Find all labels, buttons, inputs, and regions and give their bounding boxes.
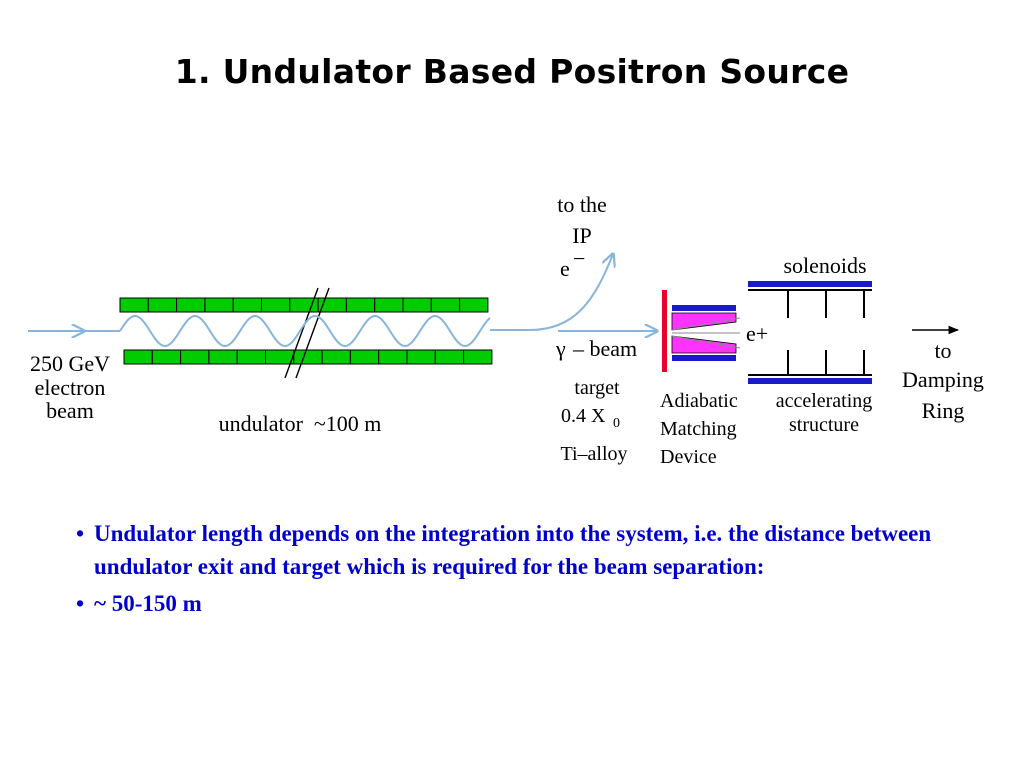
target-thickness-label: 0.4 X [561,405,606,427]
slide-title: 1. Undulator Based Positron Source [174,52,850,91]
target-bar [662,290,667,372]
magnet-block [293,349,323,365]
amd-label-3: Device [660,446,717,468]
undulator-break-line [295,287,330,379]
magnet-block [261,297,291,313]
undulating-beam-path [119,314,491,348]
undulator-label: undulator ~100 m [219,411,382,436]
target-material-label: Ti–alloy [560,443,627,465]
target-thickness-sub: 0 [613,416,620,431]
magnet-block [147,297,178,313]
positron-source-diagram: 250 GeV electron beam undulator ~100 m t… [28,192,984,468]
bullet-list: • Undulator length depends on the integr… [76,517,936,624]
to-ip-label-2: IP [572,223,592,248]
magnet-block [378,349,408,365]
magnet-block [208,349,238,365]
electron-beam-label-3: beam [46,398,94,423]
solenoids-label: solenoids [783,253,866,278]
magnet-block [402,297,432,313]
magnet-block [123,349,153,365]
magnet-block [232,297,262,313]
positron-label: e+ [746,321,768,346]
bullet-item: • Undulator length depends on the integr… [76,517,936,583]
electron-beam-to-ip [490,254,613,331]
gamma-symbol: γ [555,336,566,361]
adiabatic-matching-device [671,305,741,361]
undulator-break-line [284,287,319,379]
magnet-block [236,349,266,365]
magnet-block [463,349,493,365]
damping-ring-label-1: to [934,338,951,363]
magnet-block [151,349,182,365]
target-label: target [574,377,620,399]
bullet-dot: • [76,591,85,616]
to-ip-electron-sup: − [573,246,585,271]
bullet-text: ~ 50-150 m [94,591,202,616]
magnet-block [119,297,149,313]
gamma-beam-label: – beam [572,336,637,361]
amd-label-1: Adiabatic [660,390,738,412]
to-ip-label-1: to the [557,192,607,217]
electron-beam-label-2: electron [35,375,106,400]
magnet-block [374,297,404,313]
accelerating-label-1: accelerating [776,390,873,412]
magnet-block [349,349,380,365]
magnet-block [430,297,461,313]
magnet-block [459,297,489,313]
magnet-block [345,297,376,313]
magnet-block [265,349,295,365]
amd-label-2: Matching [660,418,737,440]
magnet-block [434,349,465,365]
accelerating-label-2: structure [789,414,859,436]
magnet-block [180,349,210,365]
bullet-text: Undulator length depends on the integrat… [94,521,932,579]
magnet-block [406,349,436,365]
electron-beam-label-1: 250 GeV [30,351,110,376]
magnet-block [321,349,351,365]
to-ip-electron-label: e [560,256,570,281]
magnet-block [204,297,234,313]
undulator-magnets-top [119,297,489,313]
damping-ring-label-2: Damping [902,367,984,392]
bullet-item: • ~ 50-150 m [76,587,936,620]
damping-ring-label-3: Ring [922,398,965,423]
bullet-dot: • [76,521,85,546]
undulator-magnets-bottom [123,349,493,365]
magnet-block [176,297,206,313]
accelerating-structure [748,281,872,384]
